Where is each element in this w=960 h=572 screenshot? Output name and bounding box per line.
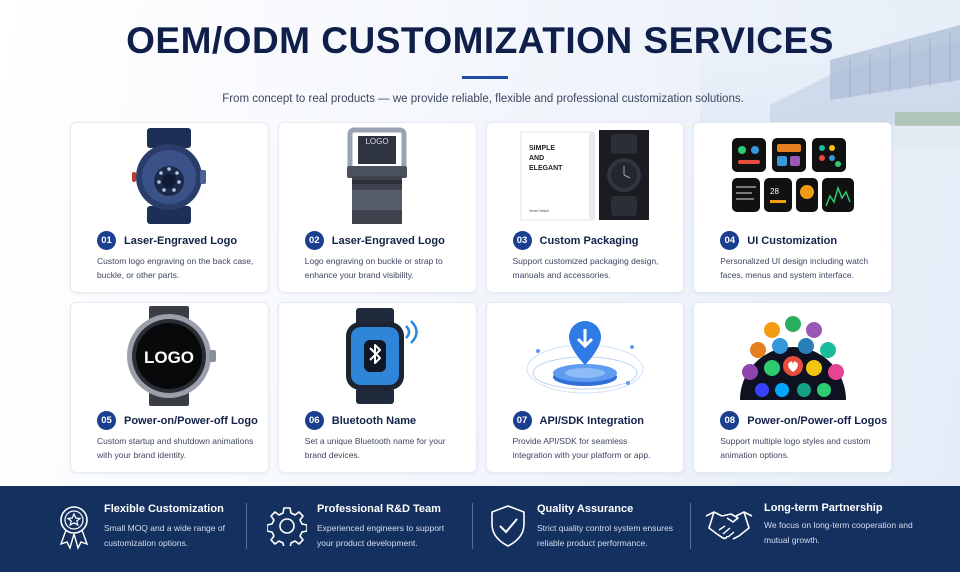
feature-description: Experienced engineers to support your pr… (317, 523, 445, 548)
feature-title: Flexible Customization (104, 503, 224, 515)
watch-screen-logo-text: LOGO (144, 348, 194, 367)
footer-divider (246, 503, 247, 549)
shield-check-icon (489, 504, 527, 553)
step-number: 01 (97, 231, 116, 250)
card-description: Provide API/SDK for seamless integration… (512, 436, 651, 460)
title-underline (462, 76, 508, 79)
feature-flexible-customization: Flexible Customization Small MOQ and a w… (0, 486, 247, 572)
card-title: Laser-Engraved Logo (124, 234, 238, 247)
card-title: UI Customization (747, 234, 838, 247)
service-card-03[interactable]: SIMPLE AND ELEGANT Smart Watch 03 Custom… (485, 122, 685, 293)
card-title: Power-on/Power-off Logos (747, 414, 888, 427)
footer-divider (690, 503, 691, 549)
features-footer: Flexible Customization Small MOQ and a w… (0, 486, 960, 572)
feature-description: Strict quality control system ensures re… (537, 523, 674, 548)
card-title: Power-on/Power-off Logo (124, 414, 258, 427)
card-description: Logo engraving on buckle or strap to enh… (304, 256, 443, 280)
app-icons-image (694, 303, 891, 408)
award-star-icon (56, 504, 92, 555)
feature-partnership: Long-term Partnership We focus on long-t… (691, 486, 960, 572)
service-card-04[interactable]: 28 04 UI Customization Personalized UI d… (693, 122, 892, 293)
footer-divider (472, 503, 473, 549)
handshake-icon (705, 508, 753, 547)
service-card-08[interactable]: 08 Power-on/Power-off Logos Support mult… (693, 302, 892, 473)
feature-description: We focus on long-term cooperation and mu… (764, 520, 913, 545)
service-card-07[interactable]: 07 API/SDK Integration Provide API/SDK f… (485, 302, 685, 473)
service-card-01[interactable]: 01 Laser-Engraved Logo Custom logo engra… (70, 122, 269, 293)
service-card-02[interactable]: LOGO 02 Laser-Engraved Logo Logo engravi… (277, 122, 477, 293)
feature-description: Small MOQ and a wide range of customizat… (104, 523, 225, 548)
card-title: Laser-Engraved Logo (331, 234, 445, 247)
strap-buckle-image: LOGO (279, 123, 476, 228)
step-number: 08 (720, 411, 740, 430)
card-description: Personalized UI design including watch f… (720, 256, 869, 280)
svg-text:28: 28 (770, 187, 779, 196)
page-subtitle: From concept to real products — we provi… (222, 93, 744, 105)
svg-text:ELEGANT: ELEGANT (529, 165, 563, 172)
step-number: 04 (720, 231, 740, 250)
step-number: 02 (304, 231, 324, 250)
feature-title: Professional R&D Team (317, 503, 441, 515)
feature-title: Quality Assurance (537, 503, 634, 515)
page-title: OEM/ODM CUSTOMIZATION SERVICES (126, 20, 834, 61)
services-grid: 01 Laser-Engraved Logo Custom logo engra… (70, 122, 892, 473)
watch-caseback-image (71, 123, 268, 228)
card-description: Support customized packaging design, man… (512, 256, 659, 280)
gear-icon (266, 506, 308, 551)
step-number: 07 (512, 411, 532, 430)
card-title: API/SDK Integration (539, 414, 645, 427)
feature-title: Long-term Partnership (764, 502, 883, 514)
download-platform-image (487, 303, 684, 408)
svg-text:SIMPLE: SIMPLE (529, 145, 555, 152)
step-number: 05 (97, 411, 116, 430)
svg-text:AND: AND (529, 155, 544, 162)
ui-screens-image: 28 (694, 123, 891, 228)
buckle-logo-text: LOGO (366, 137, 389, 146)
card-title: Custom Packaging (539, 234, 639, 247)
bluetooth-watch-image (279, 303, 476, 408)
card-description: Support multiple logo styles and custom … (720, 436, 871, 460)
card-title: Bluetooth Name (331, 414, 417, 427)
card-description: Custom logo engraving on the back case, … (97, 256, 254, 280)
feature-quality-assurance: Quality Assurance Strict quality control… (473, 486, 691, 572)
feature-rd-team: Professional R&D Team Experienced engine… (247, 486, 473, 572)
step-number: 06 (304, 411, 324, 430)
watch-logo-image: LOGO (71, 303, 268, 408)
packaging-box-image: SIMPLE AND ELEGANT Smart Watch (487, 123, 684, 228)
step-number: 03 (512, 231, 532, 250)
service-card-06[interactable]: 06 Bluetooth Name Set a unique Bluetooth… (277, 302, 477, 473)
service-card-05[interactable]: LOGO 05 Power-on/Power-off Logo Custom s… (70, 302, 269, 473)
card-description: Custom startup and shutdown animations w… (97, 436, 254, 460)
box-small-text: Smart Watch (529, 209, 549, 213)
card-description: Set a unique Bluetooth name for your bra… (304, 436, 446, 460)
